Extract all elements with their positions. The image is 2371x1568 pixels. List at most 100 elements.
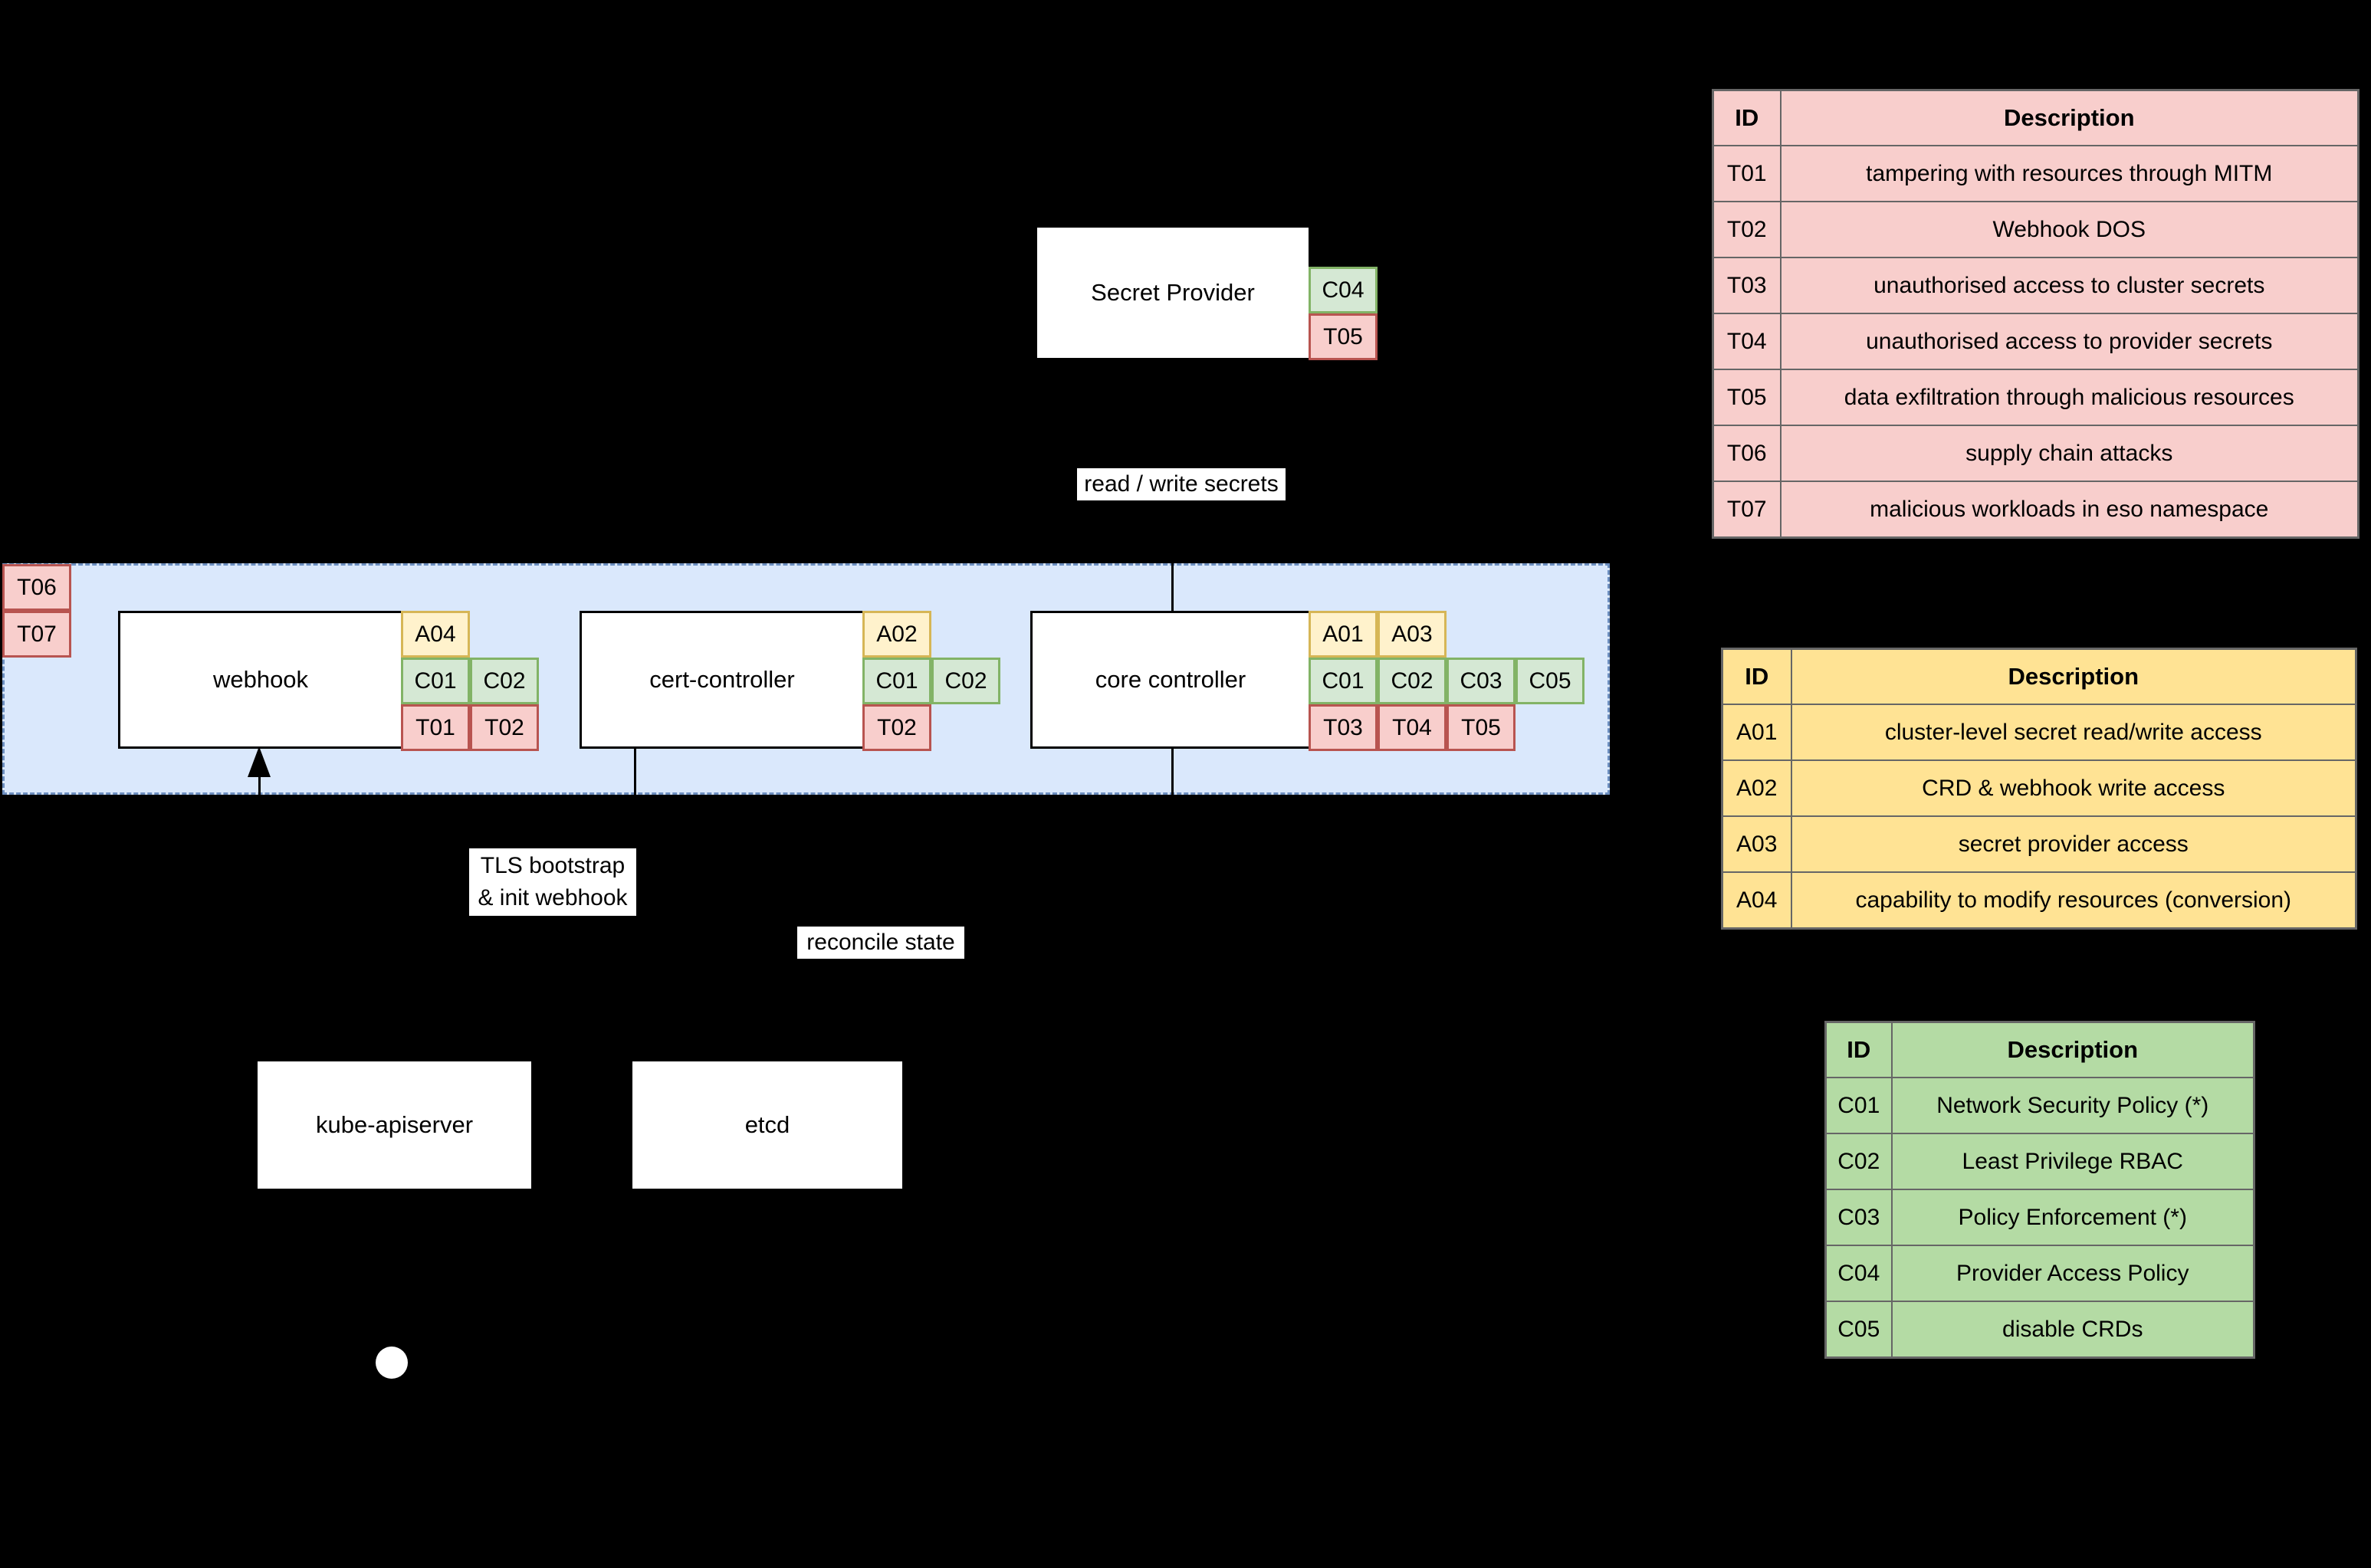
threats-header-id: ID (1712, 89, 1782, 146)
tag-webhook-t01: T01 (401, 704, 470, 751)
start-dot (376, 1347, 408, 1379)
access-header-id: ID (1721, 648, 1792, 705)
control-description-cell: Network Security Policy (*) (1890, 1077, 2255, 1134)
core-controller-node: core controller (1030, 611, 1311, 749)
tag-core-t03: T03 (1309, 704, 1378, 751)
edge-kubeapiserver-webhook (258, 774, 261, 1059)
access-description-cell: capability to modify resources (conversi… (1790, 871, 2357, 930)
access-id-cell: A04 (1721, 871, 1792, 930)
control-description-cell: disable CRDs (1890, 1301, 2255, 1359)
edge-label-tls-bootstrap-line2: & init webhook (478, 885, 628, 910)
tag-core-a01: A01 (1309, 611, 1378, 658)
tag-cert-t02: T02 (862, 704, 931, 751)
tag-cert-a02: A02 (862, 611, 931, 658)
arrowhead-up-icon (248, 746, 271, 777)
core-controller-label: core controller (1095, 666, 1246, 693)
webhook-node: webhook (118, 611, 403, 749)
threat-description-cell: data exfiltration through malicious reso… (1779, 369, 2360, 426)
threats-header-description: Description (1779, 89, 2360, 146)
secret-provider-label: Secret Provider (1091, 279, 1255, 306)
controls-header-description: Description (1890, 1021, 2255, 1078)
tag-core-t05: T05 (1447, 704, 1516, 751)
control-description-cell: Provider Access Policy (1890, 1245, 2255, 1302)
threat-id-cell: T05 (1712, 369, 1782, 426)
access-description-cell: CRD & webhook write access (1790, 759, 2357, 817)
control-description-cell: Least Privilege RBAC (1890, 1133, 2255, 1190)
tag-boundary-t06: T06 (2, 564, 71, 611)
edge-label-read-write-secrets: read / write secrets (1077, 468, 1286, 500)
etcd-node: etcd (630, 1059, 905, 1191)
tag-secretprovider-c04: C04 (1309, 267, 1378, 313)
threat-description-cell: malicious workloads in eso namespace (1779, 481, 2360, 539)
cert-controller-label: cert-controller (649, 666, 795, 693)
access-id-cell: A02 (1721, 759, 1792, 817)
threat-description-cell: Webhook DOS (1779, 201, 2360, 258)
threat-description-cell: unauthorised access to cluster secrets (1779, 257, 2360, 314)
kube-apiserver-node: kube-apiserver (255, 1059, 534, 1191)
control-id-cell: C02 (1824, 1133, 1893, 1190)
threat-description-cell: unauthorised access to provider secrets (1779, 313, 2360, 370)
tag-cert-c02: C02 (931, 658, 1000, 704)
control-id-cell: C01 (1824, 1077, 1893, 1134)
access-description-cell: secret provider access (1790, 815, 2357, 873)
secret-provider-node: Secret Provider (1035, 225, 1311, 360)
tag-webhook-c02: C02 (470, 658, 539, 704)
threat-id-cell: T02 (1712, 201, 1782, 258)
controls-header-row: ID Description (1824, 1021, 2255, 1078)
controls-header-id: ID (1824, 1021, 1893, 1078)
tag-secretprovider-t05: T05 (1309, 313, 1378, 360)
control-id-cell: C03 (1824, 1189, 1893, 1246)
tag-core-c05: C05 (1516, 658, 1584, 704)
access-header-row: ID Description (1721, 648, 2357, 705)
threat-id-cell: T06 (1712, 425, 1782, 482)
access-id-cell: A01 (1721, 704, 1792, 761)
access-description-cell: cluster-level secret read/write access (1790, 704, 2357, 761)
access-id-cell: A03 (1721, 815, 1792, 873)
tag-webhook-a04: A04 (401, 611, 470, 658)
kube-apiserver-label: kube-apiserver (315, 1111, 474, 1138)
control-id-cell: C04 (1824, 1245, 1893, 1302)
control-description-cell: Policy Enforcement (*) (1890, 1189, 2255, 1246)
threat-description-cell: supply chain attacks (1779, 425, 2360, 482)
edge-label-reconcile-state: reconcile state (797, 927, 964, 959)
tag-cert-c01: C01 (862, 658, 931, 704)
control-id-cell: C05 (1824, 1301, 1893, 1359)
tag-webhook-t02: T02 (470, 704, 539, 751)
tag-boundary-t07: T07 (2, 611, 71, 658)
tag-webhook-c01: C01 (401, 658, 470, 704)
tag-core-c01: C01 (1309, 658, 1378, 704)
threat-id-cell: T01 (1712, 145, 1782, 202)
threat-id-cell: T07 (1712, 481, 1782, 539)
threats-header-row: ID Description (1712, 89, 2360, 146)
threat-description-cell: tampering with resources through MITM (1779, 145, 2360, 202)
webhook-label: webhook (212, 666, 309, 693)
edge-label-tls-bootstrap-line1: TLS bootstrap (480, 853, 626, 878)
edge-corecontroller-down (1171, 747, 1174, 1059)
threat-id-cell: T03 (1712, 257, 1782, 314)
cert-controller-node: cert-controller (580, 611, 865, 749)
threat-id-cell: T04 (1712, 313, 1782, 370)
access-header-description: Description (1790, 648, 2357, 705)
tag-core-t04: T04 (1378, 704, 1447, 751)
tag-core-a03: A03 (1378, 611, 1447, 658)
